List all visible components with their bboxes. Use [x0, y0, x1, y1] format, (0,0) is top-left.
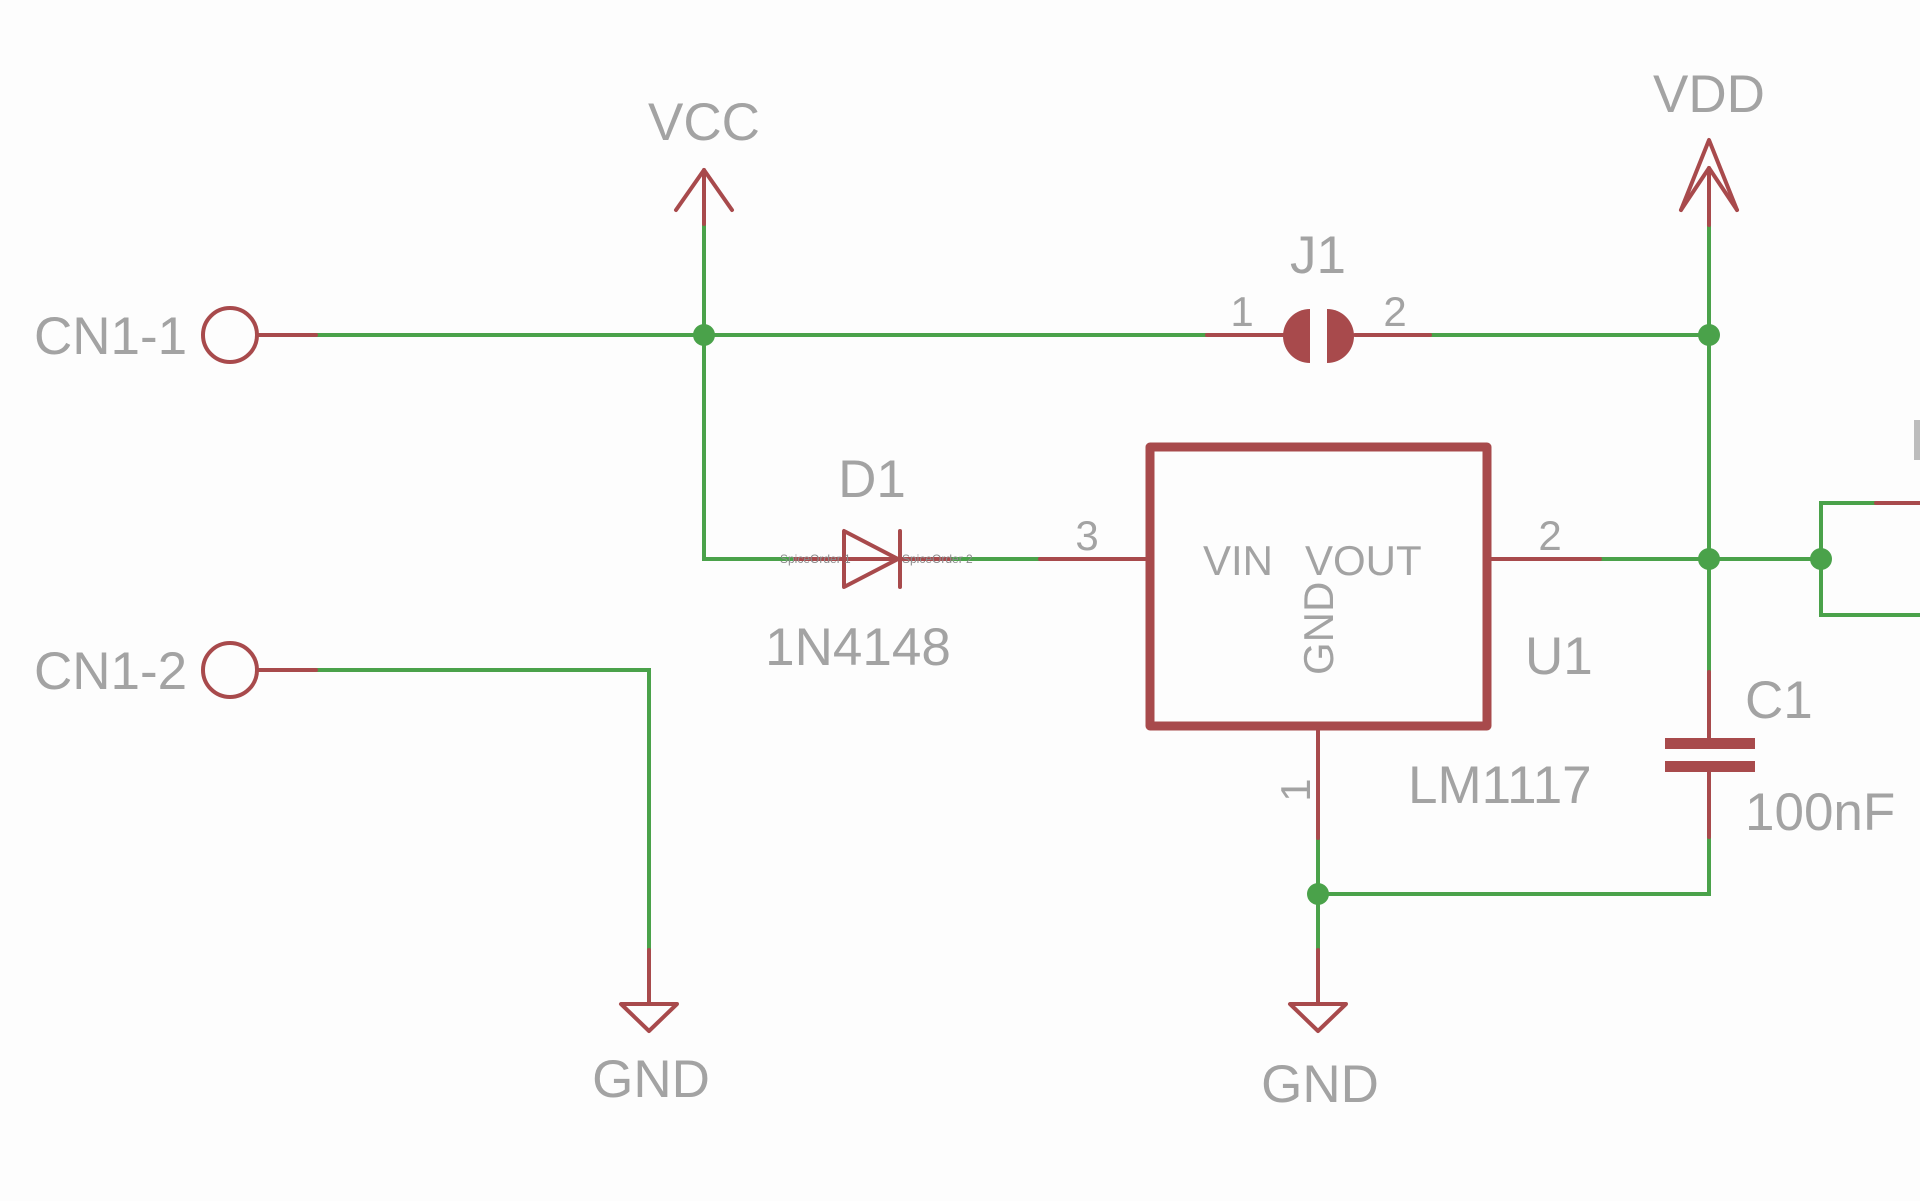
j1-pin2: 2: [1383, 288, 1406, 335]
d1-value: 1N4148: [765, 618, 951, 677]
u1-pin3: 3: [1075, 512, 1098, 559]
j1-ref: J1: [1290, 226, 1346, 285]
u1-pin2: 2: [1538, 512, 1561, 559]
net-vdd[interactable]: [1428, 213, 1920, 674]
u1-vout: VOUT: [1305, 537, 1422, 584]
spice-order-1: SpiceOrder 1: [780, 552, 851, 566]
capacitor-c1[interactable]: C1 100nF: [1665, 670, 1895, 842]
gnd-mid-label: GND: [1261, 1055, 1379, 1114]
gnd-left-label: GND: [592, 1050, 710, 1109]
regulator-u1[interactable]: 3 2 1 VIN VOUT GND U1 LM1117: [1038, 442, 1602, 840]
junction-dot: [1810, 548, 1832, 570]
u1-gnd: GND: [1295, 582, 1342, 675]
c1-value: 100nF: [1745, 783, 1895, 842]
net-gnd-mid[interactable]: [1316, 835, 1711, 952]
net-gnd-left[interactable]: [314, 668, 651, 952]
u1-vin: VIN: [1203, 537, 1273, 584]
u1-value: LM1117: [1408, 756, 1592, 815]
net-vcc[interactable]: [314, 222, 1212, 561]
jumper-j1[interactable]: J1 1 2: [1205, 226, 1432, 363]
u1-ref: U1: [1525, 627, 1593, 686]
junction-dot: [1698, 324, 1720, 346]
junction-dot: [693, 324, 715, 346]
connector-cn1-1[interactable]: CN1-1: [34, 306, 318, 366]
vdd-label: VDD: [1653, 65, 1765, 124]
d1-ref: D1: [838, 450, 906, 509]
spice-order-2: SpiceOrder 2: [902, 552, 973, 566]
offscreen-part-label: [1914, 420, 1920, 460]
vdd-symbol[interactable]: VDD: [1653, 65, 1765, 227]
connector-cn1-2[interactable]: CN1-2: [34, 641, 318, 701]
u1-pin1: 1: [1272, 778, 1319, 801]
gnd-symbol-mid[interactable]: GND: [1261, 948, 1379, 1114]
cn1-2-label: CN1-2: [34, 642, 187, 701]
diode-d1[interactable]: SpiceOrder 1 SpiceOrder 2 D1 1N4148: [765, 450, 973, 677]
j1-pin1: 1: [1230, 288, 1253, 335]
cn1-1-label: CN1-1: [34, 307, 187, 366]
c1-ref: C1: [1745, 671, 1813, 730]
vcc-symbol[interactable]: VCC: [648, 93, 760, 226]
junction-dot: [1307, 883, 1329, 905]
junction-dot: [1698, 548, 1720, 570]
gnd-symbol-left[interactable]: GND: [592, 948, 710, 1109]
vcc-label: VCC: [648, 93, 760, 152]
